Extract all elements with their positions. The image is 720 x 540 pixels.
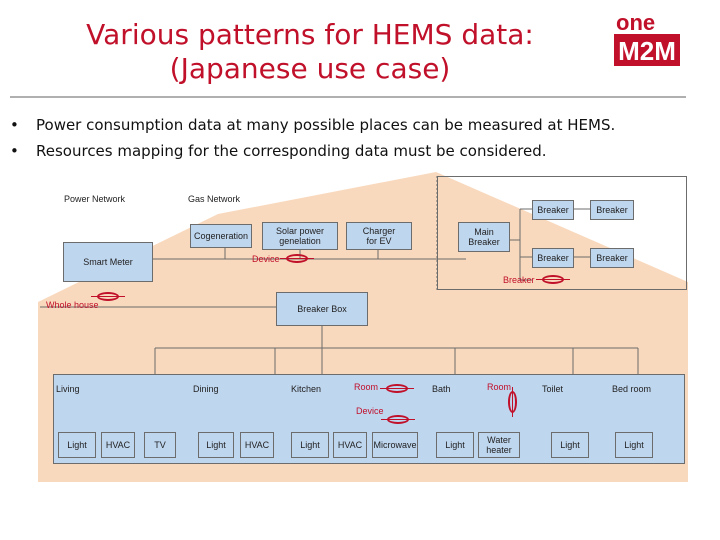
appliance-light-living: Light — [58, 432, 96, 458]
breaker-sensor-icon — [536, 275, 570, 284]
appliance-label: HVAC — [244, 440, 270, 450]
breaker-label: Breaker — [537, 205, 569, 215]
bullet-item: Power consumption data at many possible … — [10, 112, 700, 138]
device-label-mid: Device — [356, 406, 384, 416]
appliance-label: Light — [624, 440, 644, 450]
charger-line-2: for EV — [366, 236, 392, 246]
appliance-label: Light — [300, 440, 320, 450]
room-sensor-icon-1 — [380, 384, 414, 393]
appliance-label: Light — [445, 440, 465, 450]
appliance-tv: TV — [144, 432, 176, 458]
ev-charger-box: Charger for EV — [346, 222, 412, 250]
room-kitchen-label: Kitchen — [291, 384, 322, 394]
breaker-sensor-label: Breaker — [503, 275, 535, 285]
appliance-label: HVAC — [105, 440, 131, 450]
smart-meter-label: Smart Meter — [83, 257, 133, 267]
smart-meter-box: Smart Meter — [63, 242, 153, 282]
appliance-label: Light — [67, 440, 87, 450]
breaker-box-3: Breaker — [532, 248, 574, 268]
svg-text:one: one — [616, 10, 655, 35]
appliance-light-dining: Light — [198, 432, 234, 458]
appliance-light-kitchen: Light — [291, 432, 329, 458]
solar-power-box: Solar power genelation — [262, 222, 338, 250]
appliance-hvac-dining: HVAC — [240, 432, 274, 458]
appliance-microwave: Microwave — [372, 432, 418, 458]
device-sensor-icon — [280, 254, 314, 263]
bullet-item: Resources mapping for the corresponding … — [10, 138, 700, 164]
breaker-label: Breaker — [596, 205, 628, 215]
appliance-light-bath: Light — [436, 432, 474, 458]
charger-line-1: Charger — [362, 226, 396, 236]
appliance-label: HVAC — [337, 440, 363, 450]
power-network-label: Power Network — [64, 194, 126, 204]
water-heater-line-1: Water — [487, 435, 511, 445]
bullet-list: Power consumption data at many possible … — [10, 112, 700, 164]
breaker-box-panel: Breaker Box — [276, 292, 368, 326]
appliance-label: Microwave — [373, 440, 417, 450]
breaker-box-4: Breaker — [590, 248, 634, 268]
svg-text:M2M: M2M — [618, 36, 676, 66]
appliance-hvac-kitchen: HVAC — [333, 432, 367, 458]
whole-house-label: Whole house — [46, 300, 99, 310]
title-line-1: Various patterns for HEMS data: — [86, 18, 534, 51]
main-breaker-line-2: Breaker — [468, 237, 500, 247]
solar-line-1: Solar power — [275, 226, 325, 236]
device-label-top: Device — [252, 254, 280, 264]
breaker-label: Breaker — [537, 253, 569, 263]
appliance-hvac-living: HVAC — [101, 432, 135, 458]
main-breaker-box: Main Breaker — [458, 222, 510, 252]
appliance-label: Light — [560, 440, 580, 450]
breaker-label: Breaker — [596, 253, 628, 263]
room-living-label: Living — [56, 384, 80, 394]
header-rule — [10, 96, 686, 98]
appliance-light-bedroom: Light — [615, 432, 653, 458]
appliance-water-heater: Water heater — [478, 432, 520, 458]
device-sensor-icon-mid — [381, 415, 415, 424]
room-dining-label: Dining — [193, 384, 219, 394]
room-sensor-icon-2 — [508, 387, 517, 417]
room-bedroom-label: Bed room — [612, 384, 652, 394]
breaker-box-2: Breaker — [590, 200, 634, 220]
breaker-box-label: Breaker Box — [297, 304, 347, 314]
main-breaker-line-1: Main — [474, 227, 494, 237]
breaker-box-1: Breaker — [532, 200, 574, 220]
appliance-label: Light — [206, 440, 226, 450]
gas-network-label: Gas Network — [188, 194, 241, 204]
title-line-2: (Japanese use case) — [169, 52, 451, 85]
appliance-label: TV — [154, 440, 166, 450]
solar-line-2: genelation — [279, 236, 321, 246]
onem2m-logo: one M2M — [614, 10, 680, 66]
breaker-area-frame — [437, 176, 687, 290]
water-heater-line-2: heater — [486, 445, 512, 455]
room-toilet-label: Toilet — [542, 384, 564, 394]
room-sensor-label-1: Room — [354, 382, 379, 392]
cogeneration-box: Cogeneration — [190, 224, 252, 248]
page-title: Various patterns for HEMS data: (Japanes… — [40, 18, 580, 86]
appliance-light-toilet: Light — [551, 432, 589, 458]
cogeneration-label: Cogeneration — [193, 231, 249, 241]
room-sensor-label-2: Room — [487, 382, 512, 392]
whole-house-sensor-icon — [91, 292, 125, 301]
room-bath-label: Bath — [432, 384, 451, 394]
